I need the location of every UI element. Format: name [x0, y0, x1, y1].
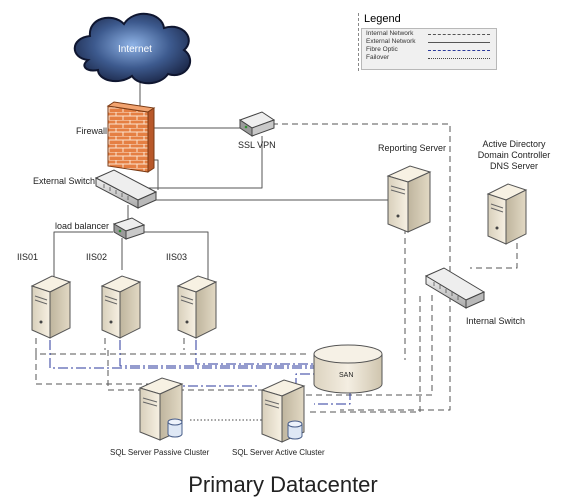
database-icon — [167, 418, 183, 438]
sql-active-server-icon — [260, 379, 306, 443]
link-vpn-ext-switch — [146, 136, 263, 189]
link-vpn-internal — [272, 123, 451, 411]
ssl-vpn-icon — [238, 111, 276, 137]
firewall-label: Firewall — [76, 126, 108, 136]
link-lb-iis — [53, 231, 209, 288]
internet-cloud-icon — [73, 13, 191, 85]
san-storage-icon — [313, 344, 383, 394]
fibre-iis02-san — [119, 340, 318, 367]
fibre-san-active — [314, 390, 351, 405]
legend-sample-internal-network — [428, 34, 490, 35]
link-sql-active-right — [310, 292, 421, 413]
legend-item-external-network: External Network — [366, 38, 416, 45]
link-switch-down — [300, 295, 433, 396]
connections — [35, 78, 518, 421]
database-icon — [287, 420, 303, 440]
server-iis01-icon — [30, 275, 72, 339]
legend-item-internal-network: Internal Network — [366, 30, 414, 37]
legend-item-fibre-optic: Fibre Optic — [366, 46, 398, 53]
fibre-optic-links — [49, 340, 351, 405]
link-ad-switch — [470, 243, 518, 269]
ssl-vpn-label: SSL VPN — [238, 140, 276, 150]
fibre-iis03-san — [195, 340, 318, 365]
sql-passive-server-icon — [138, 377, 184, 441]
load-balancer-label: load balancer — [55, 221, 110, 231]
fibre-iis01-san — [49, 340, 318, 369]
sql-passive-label: SQL Server Passive Cluster — [110, 448, 210, 457]
internal-switch-label: Internal Switch — [466, 316, 526, 326]
legend-sample-fibre-optic — [428, 50, 490, 51]
link-iis-row — [35, 338, 310, 355]
reporting-server-label: Reporting Server — [378, 143, 447, 153]
load-balancer-icon — [112, 217, 146, 240]
firewall-icon — [106, 101, 156, 173]
internet-label: Internet — [118, 44, 152, 55]
active-directory-line-3: DNS Server — [489, 161, 538, 171]
legend-box: Internal Network External Network Fibre … — [361, 28, 497, 70]
link-iis-sql — [35, 350, 270, 391]
iis02-label: IIS02 — [86, 252, 108, 262]
server-active-directory-icon — [486, 183, 528, 245]
legend: Legend Internal Network External Network… — [358, 13, 498, 71]
legend-item-failover: Failover — [366, 54, 390, 61]
external-switch-icon — [94, 169, 158, 209]
internal-switch-icon — [424, 267, 486, 309]
server-iis02-icon — [100, 275, 142, 339]
diagram-title: Primary Datacenter — [188, 472, 378, 497]
sql-active-label: SQL Server Active Cluster — [232, 448, 325, 457]
active-directory-label: Active Directory Domain Controller DNS S… — [464, 139, 564, 172]
server-reporting-icon — [386, 165, 432, 233]
san-label: SAN — [339, 372, 354, 379]
external-network-links — [53, 78, 392, 288]
legend-sample-external-network — [428, 42, 490, 43]
legend-title: Legend — [364, 13, 401, 25]
internal-network-links — [35, 123, 518, 413]
external-switch-label: External Switch — [33, 176, 96, 186]
iis03-label: IIS03 — [166, 252, 188, 262]
active-directory-line-2: Domain Controller — [477, 150, 551, 160]
server-iis03-icon — [176, 275, 218, 339]
iis01-label: IIS01 — [17, 252, 39, 262]
legend-sample-failover — [428, 58, 490, 59]
active-directory-line-1: Active Directory — [482, 139, 546, 149]
